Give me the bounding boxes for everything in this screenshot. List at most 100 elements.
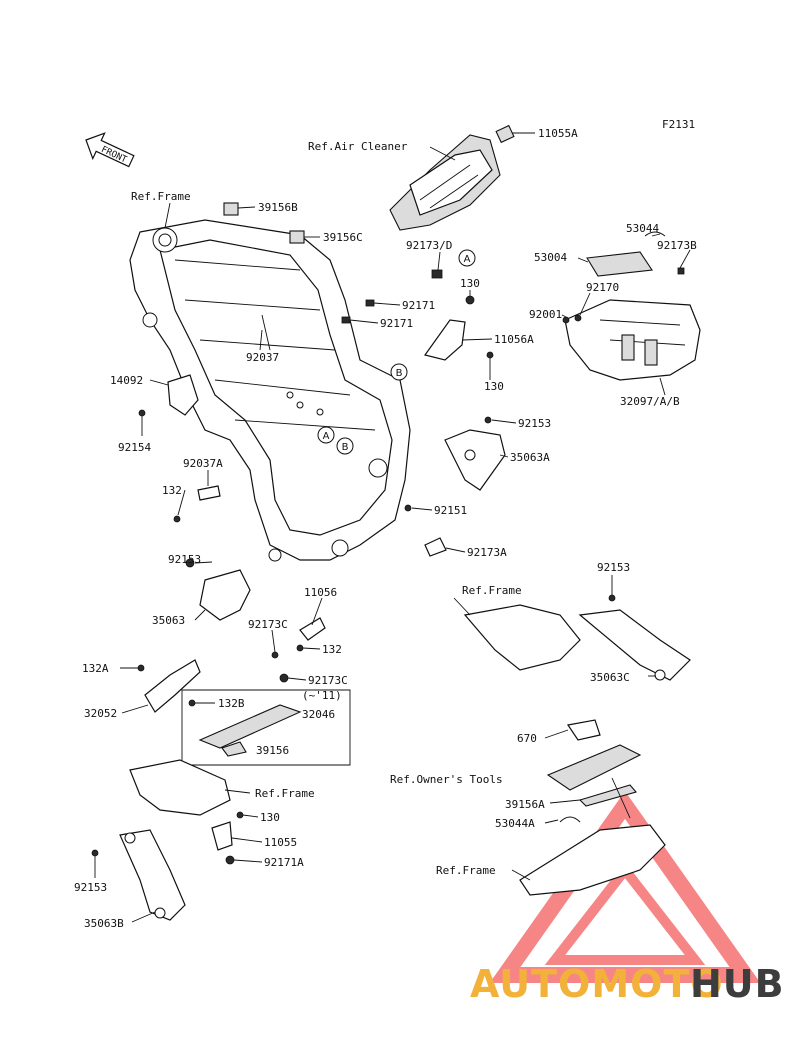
- figure-code: F2131: [662, 118, 695, 131]
- part-670: [566, 719, 601, 741]
- label-14092: 14092: [110, 374, 143, 387]
- label-92037: 92037: [246, 351, 279, 364]
- label-11056A: 11056A: [494, 333, 534, 346]
- callout-b2: B: [390, 363, 408, 381]
- label-92173Cb: 92173C: [308, 674, 348, 687]
- part-32046: [198, 704, 302, 749]
- part-11055A: [495, 124, 515, 144]
- callout-a1: A: [317, 426, 335, 444]
- label-92153d: 92153: [597, 561, 630, 574]
- label-32052: 32052: [84, 707, 117, 720]
- label-ref-air-cleaner: Ref.Air Cleaner: [308, 140, 408, 153]
- label-35063C: 35063C: [590, 671, 630, 684]
- svg-text:A: A: [323, 431, 330, 442]
- part-53044: [644, 231, 666, 237]
- label-ref-frame-mid: Ref.Frame: [255, 787, 315, 800]
- label-39156: 39156: [256, 744, 289, 757]
- battery-case: [564, 299, 701, 381]
- part-92001: [562, 316, 570, 324]
- label-132b: 132: [322, 643, 342, 656]
- label-92153b: 92153: [168, 553, 201, 566]
- rear-frame-section: [463, 604, 581, 671]
- watermark-text: AUTOMOTO HUB: [470, 962, 785, 1006]
- label-132A: 132A: [82, 662, 109, 675]
- part-11055: [211, 821, 233, 851]
- rear-subframe: [519, 824, 666, 896]
- label-130b: 130: [484, 380, 504, 393]
- label-ref-frame-right: Ref.Frame: [462, 584, 522, 597]
- label-53044: 53044: [626, 222, 659, 235]
- part-92170: [574, 314, 582, 322]
- label-92001: 92001: [529, 308, 562, 321]
- air-cleaner-cover: [389, 134, 501, 231]
- part-92037A: [197, 485, 221, 501]
- label-53004: 53004: [534, 251, 567, 264]
- part-92037: [261, 314, 271, 351]
- main-frame: [129, 219, 411, 562]
- part-39156C: [289, 230, 305, 244]
- label-132B: 132B: [218, 697, 245, 710]
- label-92171a: 92171: [402, 299, 435, 312]
- label-35063A: 35063A: [510, 451, 550, 464]
- label-670: 670: [517, 732, 537, 745]
- part-92173A: [424, 537, 447, 557]
- label-11056: 11056: [304, 586, 337, 599]
- label-11055: 11055: [264, 836, 297, 849]
- label-ref-frame-bottom: Ref.Frame: [436, 864, 496, 877]
- part-14092: [167, 374, 199, 416]
- label-39156C: 39156C: [323, 231, 363, 244]
- label-32097: 32097/A/B: [620, 395, 680, 408]
- label-92173A: 92173A: [467, 546, 507, 559]
- label-92154: 92154: [118, 441, 151, 454]
- part-39156: [221, 741, 247, 757]
- part-92171b: [341, 316, 351, 324]
- label-35063: 35063: [152, 614, 185, 627]
- label-92170: 92170: [586, 281, 619, 294]
- watermark-triangle-inner: [544, 861, 706, 965]
- label-92173B: 92173B: [657, 239, 697, 252]
- svg-text:B: B: [396, 368, 403, 379]
- watermark-part1: AUTOMOTO: [470, 962, 724, 1006]
- owners-tools: [546, 744, 642, 791]
- part-labels: Ref.Air Cleaner 11055A Ref.Frame 39156B …: [74, 127, 697, 930]
- callout-b1: B: [336, 437, 354, 455]
- part-92173D: [431, 269, 443, 279]
- group-32046-box: [181, 689, 351, 766]
- label-92171A: 92171A: [264, 856, 304, 869]
- part-92171a: [365, 299, 375, 307]
- label-92151: 92151: [434, 504, 467, 517]
- label-39156A: 39156A: [505, 798, 545, 811]
- part-35063C: [578, 609, 691, 681]
- label-11055A: 11055A: [538, 127, 578, 140]
- watermark-part2: HUB: [690, 962, 785, 1006]
- part-92173B: [677, 267, 685, 275]
- label-11-note: (~'11): [302, 689, 342, 702]
- label-53044A: 53044A: [495, 817, 535, 830]
- label-92153a: 92153: [518, 417, 551, 430]
- part-35063A: [444, 429, 506, 491]
- svg-text:B: B: [342, 442, 349, 453]
- part-35063: [199, 569, 251, 621]
- label-130a: 130: [460, 277, 480, 290]
- part-11056: [299, 617, 326, 641]
- label-132a: 132: [162, 484, 182, 497]
- svg-text:A: A: [464, 254, 471, 265]
- label-92171b: 92171: [380, 317, 413, 330]
- part-39156A: [578, 784, 637, 807]
- callout-a2: A: [458, 249, 476, 267]
- part-32052: [144, 659, 201, 713]
- label-92173D: 92173/D: [406, 239, 452, 252]
- front-arrow-icon: FRONT: [85, 132, 135, 168]
- label-92037A: 92037A: [183, 457, 223, 470]
- label-92153c: 92153: [74, 881, 107, 894]
- part-53044A: [559, 816, 581, 823]
- part-39156B: [223, 202, 239, 216]
- part-11056A: [423, 319, 466, 361]
- label-39156B: 39156B: [258, 201, 298, 214]
- part-35063B: [119, 829, 186, 921]
- part-53004: [586, 251, 653, 277]
- label-35063B: 35063B: [84, 917, 124, 930]
- label-32046: 32046: [302, 708, 335, 721]
- label-92173Ca: 92173C: [248, 618, 288, 631]
